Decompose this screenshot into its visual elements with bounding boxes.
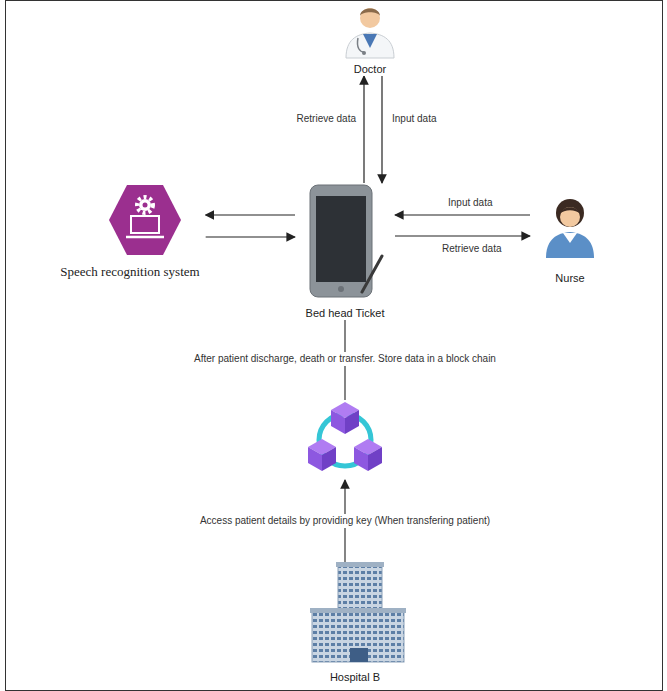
node-label: Doctor [352, 63, 388, 76]
edge-label: Input data [446, 196, 494, 210]
arrow-connector [363, 76, 364, 183]
blockchain-icon [308, 402, 382, 471]
arrow-connector [395, 235, 530, 236]
arrow-connector [395, 214, 530, 215]
doctor-icon [346, 8, 394, 58]
store-note: After patient discharge, death or transf… [192, 352, 498, 366]
edge-label: Retrieve data [295, 112, 358, 126]
hospital-icon [310, 562, 406, 662]
arrow-connector [206, 236, 295, 237]
doctor-node: Doctor [320, 2, 420, 76]
speech-recognition-icon [109, 185, 181, 255]
node-label: Bed head Ticket [304, 307, 387, 320]
frame [6, 1, 663, 691]
speech-system-node: Speech recognition system [54, 183, 205, 279]
tablet-icon [310, 185, 382, 297]
arrow-connector [206, 214, 295, 215]
hospital-node: Hospital B [290, 558, 420, 684]
nurse-node: Nurse [530, 190, 610, 285]
bed-head-ticket-node: Bed head Ticket [295, 183, 395, 320]
node-label: Speech recognition system [58, 264, 201, 279]
node-label: Nurse [553, 272, 586, 285]
edge-label: Retrieve data [440, 242, 503, 256]
access-note: Access patient details by providing key … [198, 514, 492, 528]
arrow-connector [381, 76, 382, 183]
edge-label: Input data [390, 112, 438, 126]
nurse-icon [546, 199, 594, 258]
node-label: Hospital B [328, 671, 382, 684]
